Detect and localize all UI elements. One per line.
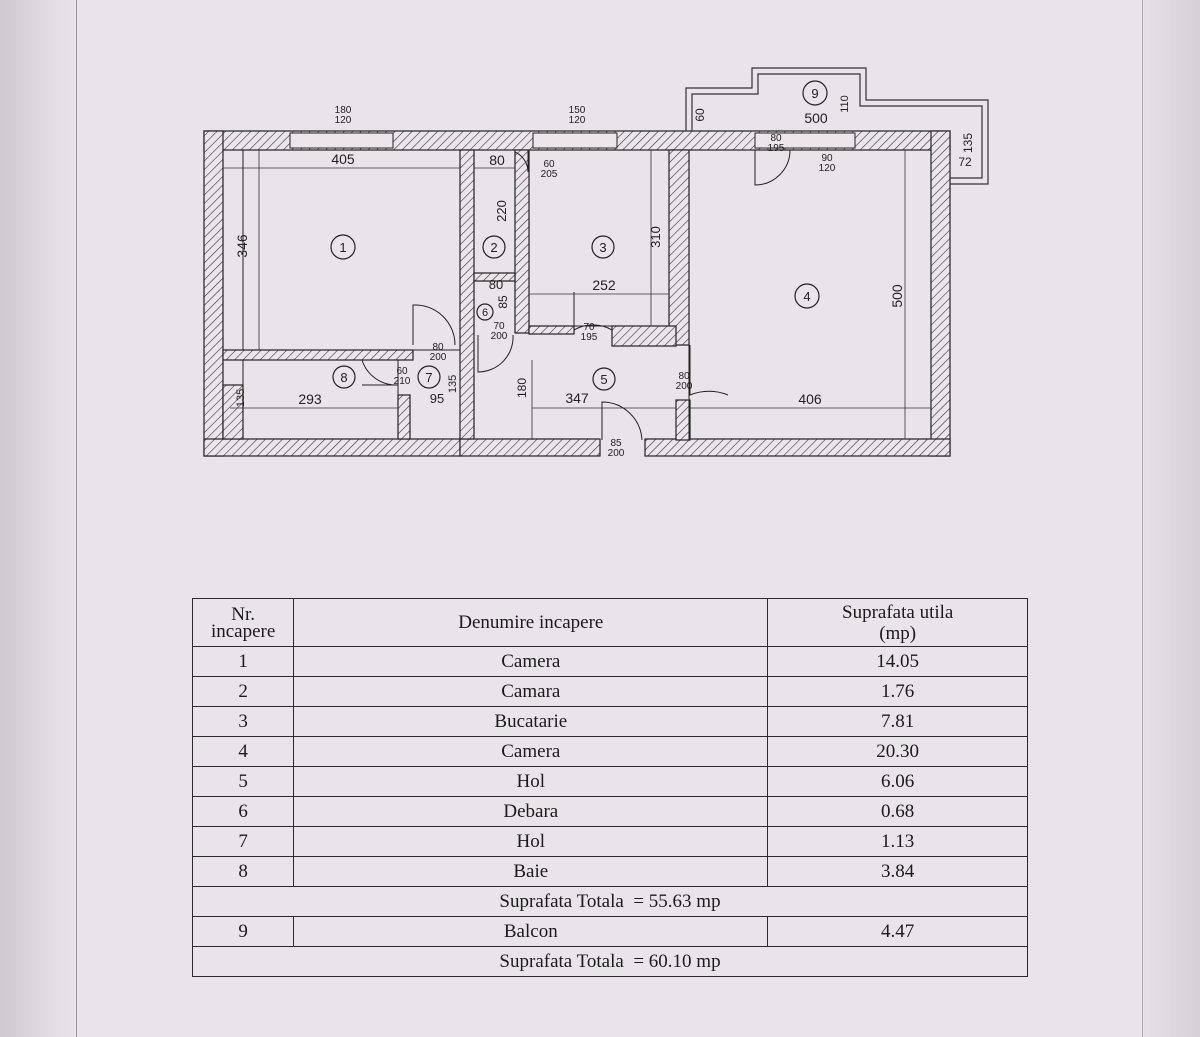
room-number-1: 1 [339,240,346,255]
row-nr: 6 [191,796,295,827]
dim-r7-width: 95 [430,391,444,406]
row-area: 20.30 [767,736,1028,767]
dim-r2-height: 220 [494,200,509,222]
row-nr: 8 [191,856,295,887]
dim-balcony-side3: 72 [958,155,972,169]
row-area: 3.84 [767,856,1028,887]
dim-r6-height: 85 [496,295,510,309]
row-area: 7.81 [767,706,1028,737]
dim-r5-width: 347 [565,390,589,406]
row-name: Camera [293,646,769,677]
dim-r4-width: 406 [798,391,822,407]
row-name: Bucatarie [293,706,769,737]
dim-r3-height: 310 [648,226,663,248]
dim-balcony-depth: 110 [839,95,851,113]
room-number-6: 6 [482,307,488,319]
room-number-3: 3 [599,240,606,255]
table-row: 1 Camera 14.05 [191,646,1028,677]
outer-walls [203,130,951,457]
dimension-lines [223,150,931,440]
paper-edge-left [76,0,77,1037]
row-name: Hol [293,826,769,857]
row-area: 6.06 [767,766,1028,797]
row-nr: 5 [191,766,295,797]
dim-r4-height: 500 [889,284,905,308]
paper-edge-right [1142,0,1143,1037]
table-row: 3 Bucatarie 7.81 [191,706,1028,737]
row-area: 0.68 [767,796,1028,827]
balcony-row: 9 Balcon 4.47 [191,916,1028,947]
dim-r5-height: 180 [515,378,529,398]
dim-r1-height: 346 [234,234,250,258]
row-name: Hol [293,766,769,797]
table-row: 7 Hol 1.13 [191,826,1028,857]
room-number-5: 5 [600,372,607,387]
room-number-2: 2 [490,240,497,255]
dim-r2-width: 80 [489,152,505,168]
room-number-circles [330,80,828,391]
rooms-table: Nr. incapere Denumire incapere Suprafata… [191,598,1028,977]
total-text: Suprafata Totala = 60.10 mp [192,946,1028,977]
header-area: Suprafata utila (mp) [767,598,1028,647]
windows [289,132,856,149]
row-area: 4.47 [767,916,1028,947]
row-nr: 1 [191,646,295,677]
room-number-8: 8 [340,370,347,385]
dim-r7-height: 135 [447,375,459,393]
table-header-row: Nr. incapere Denumire incapere Suprafata… [191,598,1028,647]
dim-r1-width: 405 [331,151,355,167]
header-nr: Nr. incapere [191,598,295,647]
table-row: 2 Camara 1.76 [191,676,1028,707]
room-outlines [242,149,932,440]
dim-r8-width: 293 [298,391,322,407]
room-number-4: 4 [803,289,810,304]
dim-r3-width: 252 [592,277,616,293]
room-number-9: 9 [811,86,818,101]
subtotal-text: Suprafata Totala = 55.63 mp [192,886,1028,917]
paper-fold-right [1140,0,1200,1037]
row-name: Camera [293,736,769,767]
table-row: 4 Camera 20.30 [191,736,1028,767]
row-name: Debara [293,796,769,827]
subtotal-row: Suprafata Totala = 55.63 mp [192,886,1028,917]
row-name: Baie [293,856,769,887]
row-name: Balcon [293,916,769,947]
dim-r6-width: 80 [489,277,503,292]
table-row: 5 Hol 6.06 [191,766,1028,797]
row-area: 1.76 [767,676,1028,707]
row-area: 14.05 [767,646,1028,677]
row-nr: 9 [191,916,295,947]
row-nr: 2 [191,676,295,707]
dim-balcony-side2: 135 [961,133,975,153]
row-nr: 3 [191,706,295,737]
header-name: Denumire incapere [293,598,769,647]
table-row: 8 Baie 3.84 [191,856,1028,887]
row-area: 1.13 [767,826,1028,857]
dim-r8-height: 135 [235,389,247,407]
balcony-outline [685,67,989,185]
dim-balcony-width: 500 [804,110,828,126]
paper-fold-left [0,0,78,1037]
row-nr: 4 [191,736,295,767]
total-row: Suprafata Totala = 60.10 mp [192,946,1028,977]
room-number-7: 7 [425,370,432,385]
dim-balcony-side: 60 [693,108,707,122]
table-row: 6 Debara 0.68 [191,796,1028,827]
row-name: Camara [293,676,769,707]
door-swings [361,149,791,441]
row-nr: 7 [191,826,295,857]
